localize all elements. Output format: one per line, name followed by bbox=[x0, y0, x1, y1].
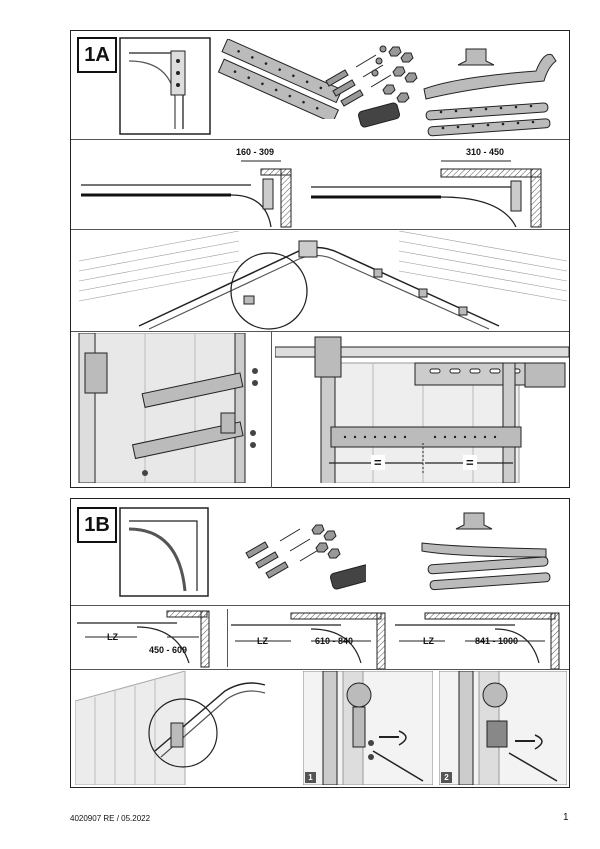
equal-distance-left: = bbox=[371, 455, 385, 470]
divider bbox=[227, 609, 228, 667]
lz-diagram-3 bbox=[395, 612, 560, 669]
dimension-range-2: 310 - 450 bbox=[466, 147, 505, 157]
step-number-2: 2 bbox=[441, 772, 452, 783]
divider bbox=[71, 669, 569, 670]
roller-closeup-2 bbox=[439, 671, 567, 785]
lz-diagram-1 bbox=[77, 610, 210, 668]
brackets-and-straps bbox=[423, 48, 557, 137]
divider bbox=[71, 605, 569, 606]
curved-track-icon bbox=[119, 507, 209, 597]
divider bbox=[71, 229, 569, 230]
plate-fixing-view bbox=[78, 333, 258, 483]
dimension-range-2: 610 - 840 bbox=[315, 636, 354, 646]
roller-closeup-1 bbox=[303, 671, 433, 785]
door-arch-view bbox=[75, 671, 266, 785]
panel-1a: 1A bbox=[70, 30, 570, 488]
track-diagram-long bbox=[311, 160, 542, 228]
panel-1b: 1B LZ 4 bbox=[70, 498, 570, 788]
lz-label-3: LZ bbox=[423, 636, 434, 646]
door-perspective-view bbox=[79, 231, 567, 330]
divider bbox=[271, 331, 272, 488]
track-diagram-short bbox=[81, 160, 292, 228]
divider bbox=[71, 331, 569, 332]
dimension-range-1: 450 - 609 bbox=[149, 645, 188, 655]
dimension-range-3: 841 - 1000 bbox=[475, 636, 519, 646]
equal-distance-right: = bbox=[463, 455, 477, 470]
step-number-1: 1 bbox=[305, 772, 316, 783]
mounting-plates bbox=[217, 39, 343, 119]
lz-label-2: LZ bbox=[257, 636, 268, 646]
page-number: 1 bbox=[563, 812, 569, 823]
centering-view bbox=[275, 336, 569, 483]
screws-and-nuts bbox=[245, 524, 366, 590]
lz-label-1: LZ bbox=[107, 632, 118, 642]
document-id: 4020907 RE / 05.2022 bbox=[70, 814, 151, 823]
lz-diagram-2 bbox=[231, 612, 386, 669]
curved-track-icon bbox=[119, 37, 211, 135]
screws-and-nuts bbox=[325, 45, 418, 128]
section-label-1a: 1A bbox=[77, 37, 117, 73]
brackets-and-straps bbox=[421, 512, 551, 591]
divider bbox=[71, 139, 569, 140]
dimension-range-1: 160 - 309 bbox=[236, 147, 275, 157]
section-label-1b: 1B bbox=[77, 507, 117, 543]
